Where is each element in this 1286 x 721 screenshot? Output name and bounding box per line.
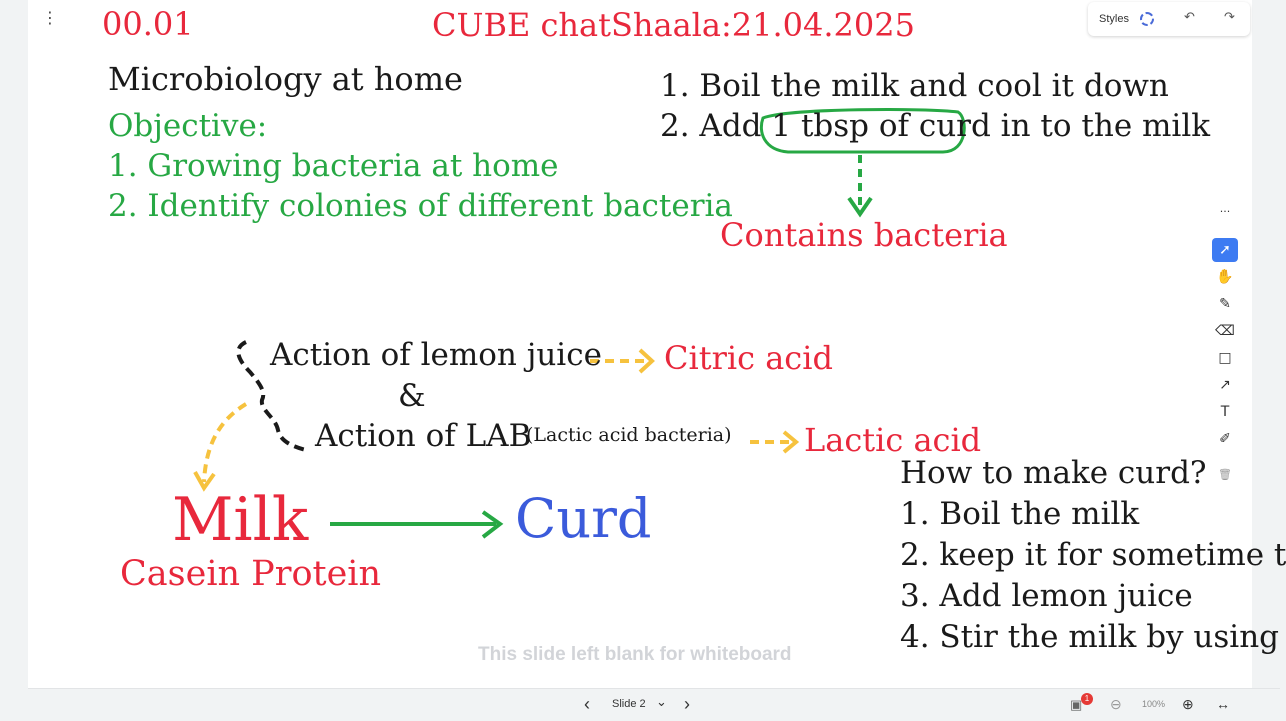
- citric-arrow-head: [638, 348, 655, 374]
- objective-label: Objective:: [108, 108, 268, 144]
- action-lab-label: Action of LAB: [315, 418, 532, 454]
- arrow-icon[interactable]: ↗: [1219, 377, 1231, 393]
- more-icon[interactable]: ···: [1219, 205, 1231, 218]
- zoom-out-icon[interactable]: ⊖: [1110, 696, 1122, 712]
- menu-icon[interactable]: ⋮: [42, 8, 58, 27]
- citric-acid-label: Citric acid: [664, 339, 833, 377]
- action-lemon-label: Action of lemon juice: [270, 337, 602, 373]
- zoom-level: 100%: [1142, 699, 1166, 709]
- style-controls: Styles ↶ ↷: [1088, 2, 1250, 36]
- whiteboard-canvas[interactable]: 00.01 CUBE chatShaala:21.04.2025 Microbi…: [28, 0, 1286, 688]
- slide-heading: Microbiology at home: [108, 60, 463, 98]
- zoom-in-icon[interactable]: ⊕: [1182, 696, 1194, 712]
- eraser-icon[interactable]: ⌫: [1215, 323, 1235, 339]
- color-ring-icon[interactable]: [1140, 12, 1154, 26]
- milk-label: Milk: [172, 485, 309, 555]
- howto-title: How to make curd?: [900, 455, 1207, 491]
- prev-slide-icon[interactable]: ‹: [584, 694, 590, 714]
- edit-icon[interactable]: ✐: [1219, 431, 1231, 447]
- page-title: CUBE chatShaala:21.04.2025: [432, 6, 915, 44]
- contains-bacteria-label: Contains bacteria: [720, 216, 1008, 254]
- lactic-arrow-head: [782, 430, 800, 454]
- bottom-bar: ‹ Slide 2 ⌄ › ▣ ⊖ 100% ⊕ ↔: [28, 688, 1280, 721]
- styles-button[interactable]: Styles: [1099, 13, 1129, 25]
- cursor-icon[interactable]: ➚: [1212, 238, 1238, 262]
- lab-note: (Lactic acid bacteria): [526, 424, 732, 446]
- howto-step-4: 4. Stir the milk by using: [900, 619, 1280, 655]
- undo-icon[interactable]: ↶: [1184, 10, 1195, 25]
- brace-to-milk-arrow: [202, 402, 248, 483]
- curd-highlight-loop: [759, 108, 966, 154]
- rectangle-icon[interactable]: □: [1218, 350, 1232, 366]
- curd-label: Curd: [515, 487, 652, 550]
- hand-icon[interactable]: ✋: [1216, 269, 1234, 285]
- step-1: 1. Boil the milk and cool it down: [660, 68, 1169, 104]
- next-slide-icon[interactable]: ›: [684, 694, 690, 714]
- notifications-icon[interactable]: ▣: [1070, 697, 1083, 712]
- slide-selector[interactable]: Slide 2: [612, 698, 646, 710]
- howto-step-3: 3. Add lemon juice: [900, 578, 1193, 614]
- redo-icon[interactable]: ↷: [1224, 10, 1235, 25]
- pencil-icon[interactable]: ✎: [1219, 296, 1231, 312]
- notification-badge: 1: [1081, 693, 1093, 705]
- blank-slide-note: This slide left blank for whiteboard: [478, 644, 792, 665]
- ampersand: &: [398, 378, 426, 414]
- howto-step-2: 2. keep it for sometime t: [900, 537, 1286, 573]
- howto-step-1: 1. Boil the milk: [900, 496, 1140, 532]
- text-icon[interactable]: T: [1220, 404, 1230, 420]
- curd-arrow-head-main: [481, 510, 504, 539]
- fit-width-icon[interactable]: ↔: [1216, 696, 1230, 712]
- delete-icon[interactable]: 🗑: [1218, 468, 1232, 481]
- brace: [236, 340, 307, 452]
- objective-2: 2. Identify colonies of different bacter…: [108, 188, 733, 224]
- ink-layer: [193, 108, 966, 539]
- timer: 00.01: [102, 5, 194, 43]
- drawing-toolbar: ··· ➚ ✋ ✎ ⌫ □ ↗ T ✐ 🗑: [1210, 200, 1240, 490]
- casein-label: Casein Protein: [120, 554, 382, 594]
- chevron-down-icon[interactable]: ⌄: [656, 694, 667, 709]
- objective-1: 1. Growing bacteria at home: [108, 148, 559, 184]
- lactic-acid-label: Lactic acid: [804, 421, 982, 459]
- curd-arrow-head: [847, 196, 873, 218]
- milk-arrow-head: [193, 471, 216, 492]
- step-2: 2. Add 1 tbsp of curd in to the milk: [660, 108, 1211, 144]
